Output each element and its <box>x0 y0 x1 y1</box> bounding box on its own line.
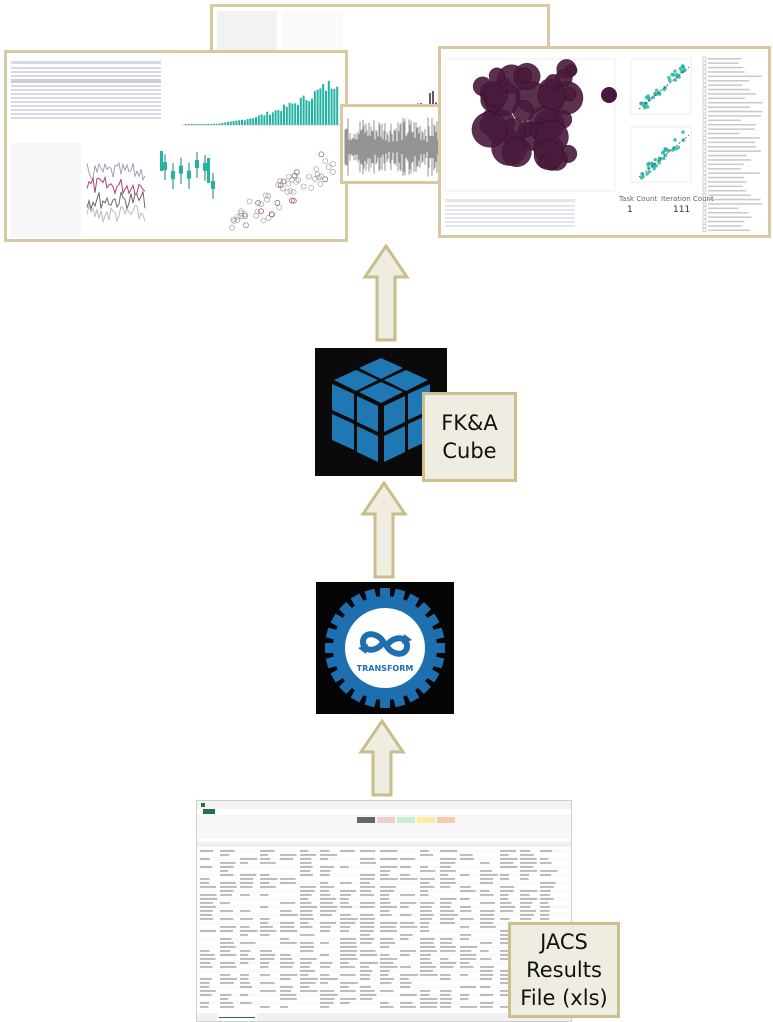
dashboard-screenshot-middle <box>340 104 450 184</box>
dashboard-screenshot-right: Task Count 1 Iteration Count 111 <box>438 46 771 238</box>
up-arrow-icon <box>360 480 408 579</box>
dashboard-left-image <box>7 53 345 239</box>
transform-gear-icon: TRANSFORM <box>316 582 454 714</box>
source-file-label: JACS Results File (xls) <box>508 922 620 1018</box>
task-count-label: Task Count <box>619 195 658 203</box>
iteration-count-value: 111 <box>673 205 691 215</box>
dashboard-screenshot-left <box>4 50 348 242</box>
iteration-count-label: Iteration Count <box>661 195 714 203</box>
up-arrow-icon <box>358 718 406 797</box>
bubble-chart-image <box>441 49 768 235</box>
up-arrow-icon <box>362 243 410 342</box>
noise-chart-image <box>343 107 447 181</box>
cube-label: FK&A Cube <box>422 392 517 482</box>
task-count-value: 1 <box>627 205 633 215</box>
transform-label: TRANSFORM <box>356 664 414 673</box>
